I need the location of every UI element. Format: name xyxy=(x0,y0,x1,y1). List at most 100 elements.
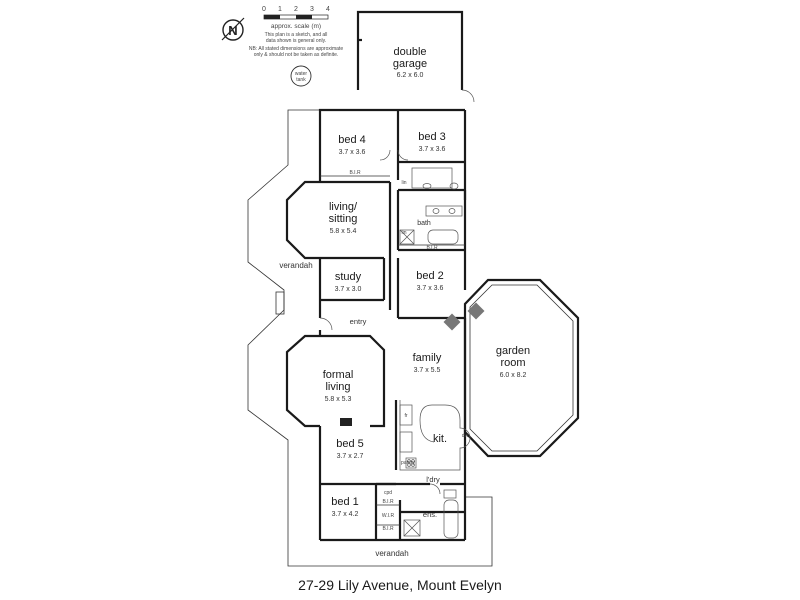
scale-tick-0: 0 xyxy=(262,6,266,13)
kitchen-bench xyxy=(399,400,471,471)
room-name: living/ xyxy=(329,201,358,213)
note-line: This plan is a sketch, and all xyxy=(265,32,328,38)
robe-label: B.I.R xyxy=(382,526,394,532)
fridge-label: fr xyxy=(404,413,407,419)
robe-label: B.I.R xyxy=(426,245,438,251)
robe-label: B.I.R xyxy=(382,499,394,505)
room-study: study 3.7 x 3.0 xyxy=(335,271,362,293)
room-name: bath xyxy=(417,220,431,227)
water-tank-label: tank xyxy=(296,77,306,83)
compass: N xyxy=(221,17,245,41)
room-name: bed 3 xyxy=(418,131,446,143)
room-bed-1: bed 1 3.7 x 4.2 xyxy=(331,496,359,518)
room-name: garden xyxy=(496,345,530,357)
bathtub-icon xyxy=(427,229,459,245)
scale-tick-4: 4 xyxy=(326,6,330,13)
room-dims: 3.7 x 2.7 xyxy=(337,453,364,460)
laundry-tub-icon xyxy=(443,489,457,499)
garden-room-shape xyxy=(463,278,580,458)
room-name: study xyxy=(335,271,362,283)
room-formal-living: formal living 5.8 x 5.3 xyxy=(323,369,354,403)
water-tank-icon xyxy=(290,65,312,87)
room-bed-3: bed 3 3.7 x 3.6 xyxy=(418,131,446,153)
room-pantry: pantry xyxy=(401,460,415,466)
room-name: kit. xyxy=(433,433,447,445)
room-name: room xyxy=(500,357,525,369)
room-name: verandah xyxy=(279,261,312,270)
room-dims: 3.7 x 3.6 xyxy=(339,149,366,156)
room-name: living xyxy=(325,381,350,393)
fireplace-icon xyxy=(340,418,352,426)
linen-label: lin xyxy=(401,180,406,186)
linen-label: lin xyxy=(401,230,406,236)
room-name: sitting xyxy=(329,213,358,225)
scale-bar: 0 1 2 3 4 approx. scale (m) xyxy=(262,6,330,30)
room-dims: 3.7 x 3.0 xyxy=(335,286,362,293)
room-name: ens. xyxy=(423,510,437,519)
scale-tick-2: 2 xyxy=(294,6,298,13)
shower-icon xyxy=(399,229,415,245)
room-labels: double garage 6.2 x 6.0 bed 4 3.7 x 3.6 … xyxy=(279,46,530,558)
heater-icon xyxy=(443,313,461,331)
room-kitchen: kit. xyxy=(433,433,447,445)
vanity-icon xyxy=(425,205,463,217)
room-bath: bath xyxy=(417,220,431,227)
room-dims: 3.7 x 3.6 xyxy=(419,146,446,153)
water-tank-label: water xyxy=(295,71,308,77)
room-laundry: l'dry xyxy=(426,475,440,484)
note-line: only & should not be taken as definite. xyxy=(254,52,339,58)
room-entry: entry xyxy=(350,317,367,326)
basin-icon xyxy=(422,183,432,189)
room-name: double xyxy=(393,46,426,58)
toilet-icon xyxy=(449,182,459,190)
note-line: NB: All stated dimensions are approximat… xyxy=(249,46,343,52)
room-name: entry xyxy=(350,317,367,326)
room-verandah-bottom: verandah xyxy=(375,549,408,558)
room-name: verandah xyxy=(375,549,408,558)
room-dims: 6.2 x 6.0 xyxy=(397,72,424,79)
robe-label: B.I.R xyxy=(349,170,361,176)
room-name: family xyxy=(413,352,442,364)
room-living-sitting: living/ sitting 5.8 x 5.4 xyxy=(329,201,358,235)
scale-label: approx. scale (m) xyxy=(271,23,321,30)
scale-tick-1: 1 xyxy=(278,6,282,13)
room-bed-2: bed 2 3.7 x 3.6 xyxy=(416,270,444,292)
room-name: bed 4 xyxy=(338,134,366,146)
room-bed-5: bed 5 3.7 x 2.7 xyxy=(336,438,364,460)
scale-tick-3: 3 xyxy=(310,6,314,13)
cupboard-label: cpd xyxy=(384,490,392,496)
property-address: 27-29 Lily Avenue, Mount Evelyn xyxy=(298,577,502,593)
room-dims: 3.7 x 5.5 xyxy=(414,367,441,374)
room-name: bed 5 xyxy=(336,438,364,450)
room-dims: 6.0 x 8.2 xyxy=(500,372,527,379)
fridge-icon xyxy=(399,404,413,426)
bathtub-icon xyxy=(443,499,459,539)
room-garden-room: garden room 6.0 x 8.2 xyxy=(496,345,530,379)
room-dims: 5.8 x 5.3 xyxy=(325,396,352,403)
room-name: formal xyxy=(323,369,354,381)
room-dims: 3.7 x 4.2 xyxy=(332,511,359,518)
room-bed-4: bed 4 3.7 x 3.6 xyxy=(338,134,366,156)
room-ensuite: ens. xyxy=(423,510,437,519)
compass-icon xyxy=(222,19,244,41)
room-name: l'dry xyxy=(426,475,440,484)
pantry-cabinet xyxy=(399,431,413,453)
heater-icon xyxy=(467,302,485,320)
disclaimer-notes: This plan is a sketch, and all data show… xyxy=(249,32,343,58)
room-name: garage xyxy=(393,58,427,70)
note-line: data shown is general only. xyxy=(266,38,326,44)
room-dims: 3.7 x 3.6 xyxy=(417,285,444,292)
cooktop-icon xyxy=(405,457,417,469)
room-name: bed 2 xyxy=(416,270,444,282)
robe-label: W.I.R xyxy=(382,513,395,519)
shower-icon xyxy=(403,519,421,537)
verandah-outline xyxy=(247,109,493,567)
dishwasher-label: dw xyxy=(462,433,469,439)
walls xyxy=(285,10,467,542)
room-name: pantry xyxy=(401,460,415,466)
water-tank: water tank xyxy=(290,65,312,87)
room-double-garage: double garage 6.2 x 6.0 xyxy=(393,46,427,79)
fixture-labels: B.I.R B.I.R B.I.R W.I.R B.I.R lin lin cp… xyxy=(349,170,468,532)
fixtures xyxy=(319,89,485,539)
